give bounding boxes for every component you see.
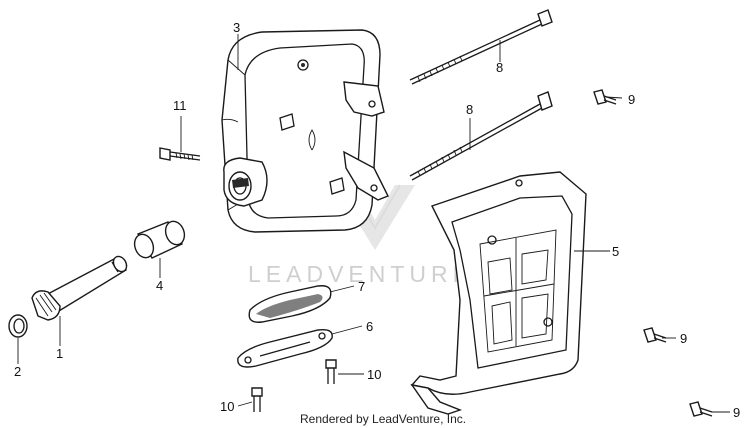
- part-7-plate: [248, 285, 332, 323]
- watermark-text: LEADVENTURE: [248, 261, 473, 287]
- part-8-stud-bolt-lower: [409, 91, 553, 181]
- callout-5: 5: [612, 244, 619, 259]
- callout-10-lower: 10: [220, 399, 234, 414]
- part-4-collar: [133, 220, 186, 259]
- callout-9-lower: 9: [733, 405, 740, 420]
- callout-2: 2: [14, 364, 21, 379]
- part-11-bolt: [159, 147, 201, 161]
- callout-9-middle: 9: [680, 331, 687, 346]
- part-9-screw-middle: [643, 327, 667, 343]
- callout-6: 6: [366, 319, 373, 334]
- callout-11: 11: [173, 98, 187, 113]
- part-9-screw-upper: [593, 89, 617, 105]
- leader-lines: [17, 34, 730, 413]
- callout-8-upper: 8: [496, 60, 503, 75]
- part-6-gasket: [237, 328, 333, 368]
- part-8-stud-bolt-upper: [409, 9, 553, 85]
- part-5-muffler-protector: [410, 171, 587, 415]
- callout-9-upper: 9: [628, 92, 635, 107]
- part-10-bolt-upper: [325, 359, 337, 384]
- part-10-bolt-lower: [251, 387, 263, 412]
- part-2-gasket: [8, 314, 28, 338]
- callout-8-lower: 8: [466, 102, 473, 117]
- callout-10-upper: 10: [367, 367, 381, 382]
- part-1-tail-pipe: [31, 255, 128, 321]
- callout-4: 4: [156, 278, 163, 293]
- callout-7: 7: [358, 279, 365, 294]
- callout-1: 1: [56, 346, 63, 361]
- part-3-muffler: [221, 29, 389, 233]
- callout-3: 3: [233, 20, 240, 35]
- part-9-screw-lower: [689, 401, 713, 417]
- footer-credit: Rendered by LeadVenture, Inc.: [300, 412, 466, 426]
